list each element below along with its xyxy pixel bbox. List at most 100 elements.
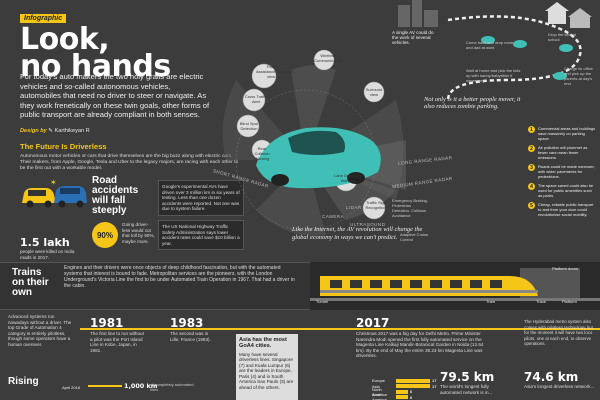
region-row: North America 6	[372, 386, 438, 397]
driverless-heading: The Future Is Driverless	[20, 142, 107, 151]
km-text-2: Asia's longest driverless network...	[524, 384, 595, 389]
svg-text:✶: ✶	[50, 178, 57, 187]
year-1983: 1983	[170, 316, 204, 330]
nhtsa-info-box: The US National Highway Traffic Safety A…	[158, 220, 244, 251]
km-value-1: 79.5 km	[440, 370, 495, 384]
crashed-cars-illustration: ✶	[22, 178, 87, 208]
region-bar	[396, 389, 408, 394]
train-illustration	[310, 262, 600, 310]
year-1981-text: The first line to run without a pilot wa…	[90, 331, 144, 353]
wait-text: Wait at home and pick the kids up with n…	[466, 68, 521, 83]
driverless-text: Autonomous motor vehicles or cars that d…	[20, 154, 239, 171]
rising-heading: Rising	[8, 376, 39, 387]
charge-text: Charge its office and pick up the parent…	[564, 66, 593, 86]
hyderabad-text: The Hyderabad metro system also comes wi…	[524, 319, 593, 347]
region-value: 17	[432, 378, 437, 384]
house-icon	[545, 2, 569, 24]
label-surround-view: Surround view	[365, 87, 383, 97]
pct-text: Going driver-less would cut that toll by…	[122, 222, 155, 244]
timeline-line	[80, 328, 600, 330]
km-value-2: 74.6 km	[524, 370, 579, 384]
benefit-text: Roads could be made narrower, with wider…	[538, 164, 595, 179]
region-row: South America 6	[372, 392, 438, 400]
year-2017: 2017	[356, 316, 390, 330]
year-2017-text: Christmas 2017 was a big day for Delhi M…	[356, 331, 484, 359]
asia-box: Asia has the most GoA4 cities. Many have…	[236, 334, 298, 400]
buildings-icon	[398, 0, 438, 27]
yellow-car-icon	[22, 188, 56, 208]
label-camera: CAMERA	[322, 214, 345, 219]
label-track: Track	[536, 299, 546, 304]
region-label: North America	[372, 386, 387, 397]
infographic-tag: Infographic	[20, 14, 67, 23]
page-title: Look, no hands	[20, 22, 171, 84]
year-1981: 1981	[90, 316, 124, 330]
region-label: South America	[372, 392, 387, 400]
region-row: Asia 17	[372, 384, 438, 390]
trains-text: Engines and their drivers were once obje…	[64, 265, 295, 289]
killed-value: 1.5 lakh	[20, 236, 70, 249]
pencil-icon: ✎	[48, 128, 53, 134]
route-cars	[481, 36, 573, 80]
rising-date: April 2018	[62, 385, 81, 390]
killed-text: people were killed on India roads in 201…	[20, 249, 75, 260]
region-value: 6	[410, 389, 413, 395]
intro-text: For today's auto makers the two holy gra…	[20, 72, 210, 120]
teal-car-icon	[256, 127, 381, 189]
label-wireless: Wireless Communication	[314, 53, 342, 63]
benefit-number: 4	[528, 183, 535, 190]
design-credit: Design by ✎ Karthikeyan R	[20, 128, 90, 134]
better-people-text: Not only is it a better people mover, it…	[424, 96, 521, 111]
label-adaptive-cruise: Adaptive Cruise Control	[400, 232, 429, 242]
sensor-diagram	[222, 49, 406, 236]
region-value: 6	[410, 394, 413, 400]
scenario-map	[398, 0, 592, 101]
track	[310, 298, 600, 301]
region-value: 17	[432, 383, 437, 389]
label-ultrasound: ULTRASOUND	[350, 222, 386, 227]
label-blind-spot: Blind Spot Detection	[239, 121, 259, 131]
region-bar	[396, 384, 430, 389]
economy-text: Like the Internet, the AV revolution wil…	[292, 226, 423, 241]
benefit-number: 1	[528, 126, 535, 133]
advanced-text: Advanced systems run nowadays without a …	[8, 314, 72, 347]
label-emergency: Emergency Braking, Pedestrian Detection,…	[392, 198, 429, 218]
benefit-number: 2	[528, 145, 535, 152]
blue-car-icon	[54, 186, 87, 208]
label-cross-traffic: Cross Traffic Alert	[244, 94, 268, 104]
label-park-assist: Park Assistance/Surround view	[256, 64, 293, 79]
label-traffic-sign: Traffic Sign Recognition	[365, 200, 387, 210]
benefit-text: The space saved could also be used for p…	[538, 183, 594, 198]
label-lidar: LIDAR	[346, 205, 362, 210]
header-block: Infographic Look, no hands	[20, 7, 210, 84]
school-icon	[568, 8, 592, 28]
region-bar	[396, 395, 408, 400]
label-tunnel: Tunnel	[316, 299, 329, 304]
come-back-text: Come back and drop mom and dad at work	[466, 40, 514, 50]
region-label: Asia	[372, 383, 380, 389]
label-rear-collision: Rear Collision Warning	[254, 146, 270, 161]
rising-date-line	[88, 385, 122, 387]
km-text-1: The world's longest fully automated netw…	[440, 384, 493, 395]
benefit-text: Cheap, reliable public transport to and …	[538, 202, 594, 217]
year-1983-text: The second was in Lille, France (1983).	[170, 331, 211, 342]
region-bar	[396, 378, 430, 383]
google-info-box: Google's experimental AVs have driven ov…	[158, 180, 244, 216]
trains-heading: Trains on their own	[12, 267, 49, 298]
benefit-text: Air pollution will plummet as fewer cars…	[538, 145, 588, 160]
benefit-number: 5	[528, 202, 535, 209]
rising-km: 1,000 km	[124, 382, 158, 390]
accidents-title: Road accidents will fall steeply	[92, 175, 139, 216]
drop-kids-text: Drop the kids at school	[548, 32, 577, 42]
benefit-text: Commercial areas and buildings save mass…	[538, 126, 596, 141]
label-lane-departure: Lane Departure Warning	[334, 173, 362, 183]
label-platform: Platform	[562, 299, 577, 304]
